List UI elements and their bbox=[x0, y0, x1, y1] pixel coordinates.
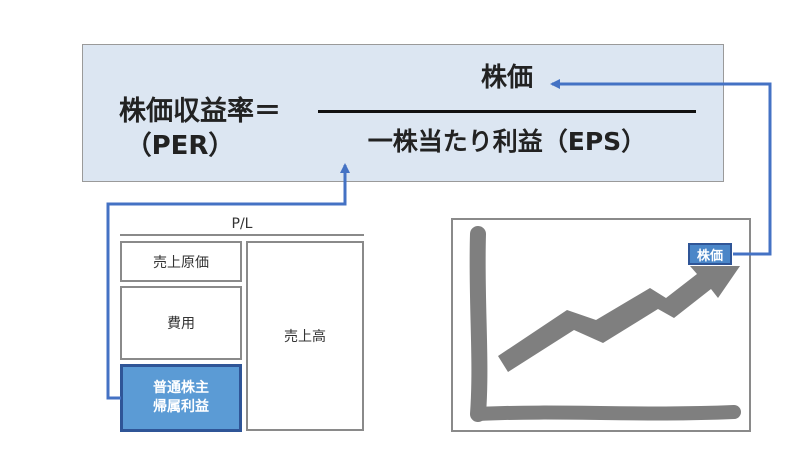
pl-cogs-label: 売上原価 bbox=[153, 254, 209, 271]
formula-lhs-title: 株価収益率＝ bbox=[119, 96, 281, 127]
formula-lhs-abbr: （PER） bbox=[125, 131, 235, 161]
fraction-line bbox=[318, 110, 696, 113]
connector-profit-to-eps bbox=[106, 163, 350, 400]
pl-expense-box: 費用 bbox=[120, 286, 242, 360]
pl-profit-box: 普通株主 帰属利益 bbox=[120, 364, 242, 432]
formula-panel bbox=[82, 44, 724, 182]
top-marker bbox=[314, 18, 334, 30]
chart-y-axis bbox=[469, 226, 488, 422]
formula-denominator: 一株当たり利益（EPS） bbox=[367, 127, 647, 156]
pl-top-divider bbox=[120, 234, 364, 236]
pl-sales-box: 売上高 bbox=[246, 241, 364, 431]
pl-expense-label: 費用 bbox=[167, 316, 195, 332]
chart-x-axis bbox=[471, 405, 741, 421]
connector-price-to-numerator bbox=[550, 79, 772, 256]
pl-profit-label-line2: 帰属利益 bbox=[153, 399, 209, 415]
pl-cogs-box: 売上原価 bbox=[120, 241, 242, 282]
formula-numerator: 株価 bbox=[480, 63, 533, 93]
stock-price-tag: 株価 bbox=[688, 243, 732, 265]
trend-arrow-icon bbox=[498, 266, 740, 372]
pl-label: P/L bbox=[231, 216, 253, 232]
stock-price-tag-label: 株価 bbox=[696, 248, 723, 264]
pl-profit-label-line1: 普通株主 bbox=[153, 380, 209, 396]
pl-sales-label: 売上高 bbox=[284, 329, 326, 345]
